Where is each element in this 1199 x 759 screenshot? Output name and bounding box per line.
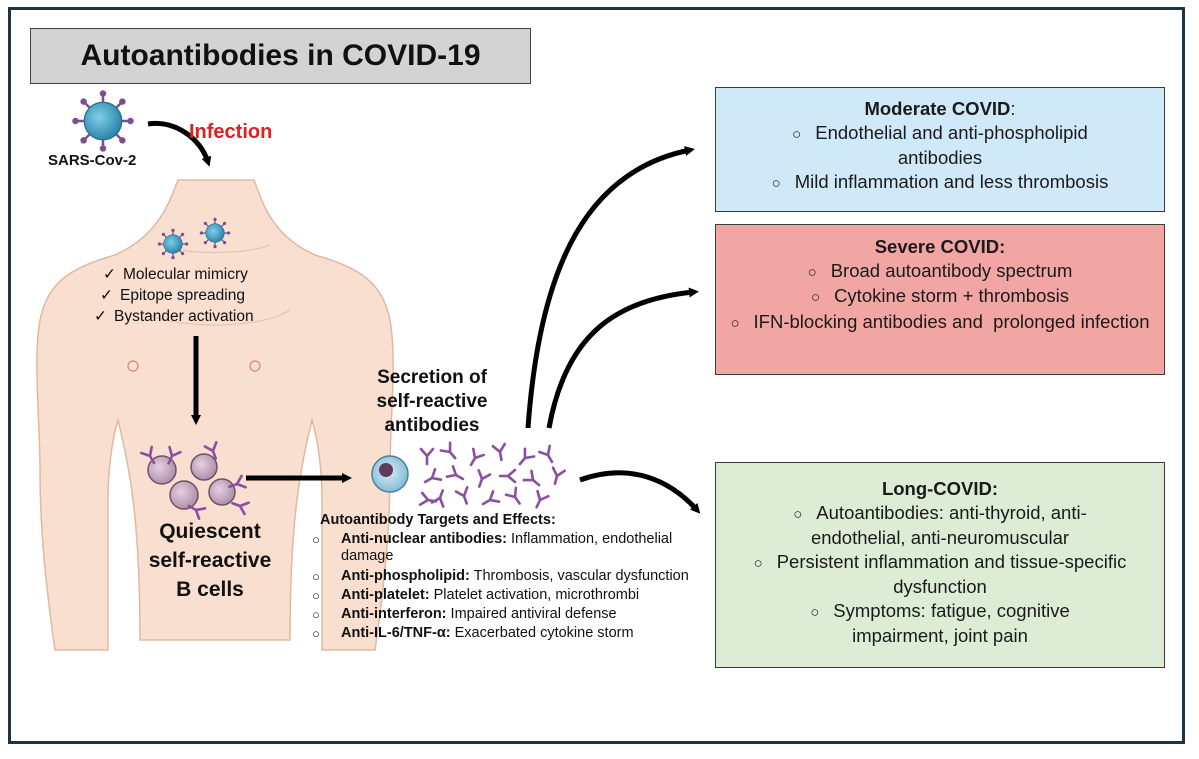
bullet-icon: ○ <box>771 174 781 192</box>
box-heading: Long-COVID: <box>881 478 999 499</box>
list-item: ○Mild inflammation and less thrombosis <box>771 170 1109 192</box>
bullet-icon: ○ <box>811 289 821 306</box>
antibody-icon <box>418 441 566 512</box>
bullet-icon: ○ <box>312 607 320 623</box>
secretion-label: Secretion of self-reactive antibodies <box>376 367 488 436</box>
bullet-icon: ○ <box>807 263 817 281</box>
quiescent-label: Quiescent self-reactive B cells <box>148 520 272 601</box>
list-item: ○Persistent inflammation and tissue-spec… <box>753 550 1127 598</box>
arrow-to-long <box>579 470 701 514</box>
list-item: ✓Molecular mimicry <box>103 266 248 283</box>
virus-icon <box>199 217 231 249</box>
figure-frame <box>8 7 1185 744</box>
list-item: ○Anti-nuclear antibodies: Inflammation, … <box>312 531 673 565</box>
list-item: ○IFN-blocking antibodies and prolonged i… <box>730 310 1150 332</box>
bullet-icon: ○ <box>792 125 802 143</box>
virus-label: SARS-Cov-2 <box>48 152 137 169</box>
box-heading: Severe COVID: <box>874 236 1006 257</box>
list-item: ✓Epitope spreading <box>100 287 245 304</box>
list-item: ○Anti-IL-6/TNF-α: Exacerbated cytokine s… <box>312 625 634 642</box>
bullet-icon: ○ <box>810 603 820 621</box>
list-item: ○Endothelial and anti-phospholipid antib… <box>792 121 1088 169</box>
bullet-icon: ○ <box>753 554 763 572</box>
bullet-icon: ○ <box>312 532 320 548</box>
targets-heading: Autoantibody Targets and Effects: <box>320 512 556 528</box>
arrow-to-severe <box>546 287 699 429</box>
infection-label: Infection <box>189 121 273 143</box>
bullet-icon: ○ <box>312 626 320 642</box>
list-item: ✓Bystander activation <box>94 308 254 325</box>
virus-icon <box>157 228 189 260</box>
plasma-cell-icon <box>371 455 409 493</box>
list-item: ○Autoantibodies: anti-thyroid, anti-endo… <box>793 501 1087 549</box>
bullet-icon: ○ <box>730 314 740 332</box>
list-item: ○Broad autoantibody spectrum <box>807 259 1073 281</box>
infection-arrow <box>147 120 212 167</box>
bullet-icon: ○ <box>312 587 320 603</box>
long-covid-box: Long-COVID: ○Autoantibodies: anti-thyroi… <box>715 462 1165 668</box>
list-item: ○Anti-platelet: Platelet activation, mic… <box>312 586 640 603</box>
severe-covid-box: Severe COVID: ○Broad autoantibody spectr… <box>715 224 1165 375</box>
targets-list: Autoantibody Targets and Effects: ○Anti-… <box>312 512 712 642</box>
box-heading: Moderate COVID <box>864 98 1011 119</box>
b-cell-icon <box>147 453 236 510</box>
virus-icon <box>71 89 135 153</box>
bullet-icon: ○ <box>312 568 320 584</box>
arrow-to-moderate <box>525 146 695 429</box>
moderate-covid-box: Moderate COVID: ○Endothelial and anti-ph… <box>715 87 1165 212</box>
list-item: ○Symptoms: fatigue, cognitive impairment… <box>810 599 1070 647</box>
check-icon: ✓ <box>94 308 107 325</box>
check-icon: ✓ <box>103 266 116 283</box>
list-item: ○Anti-phospholipid: Thrombosis, vascular… <box>312 567 689 584</box>
list-item: ○Cytokine storm + thrombosis <box>811 285 1069 306</box>
bullet-icon: ○ <box>793 505 803 523</box>
mechanism-list: ✓Molecular mimicry ✓Epitope spreading ✓B… <box>94 264 254 327</box>
page-title: Autoantibodies in COVID-19 <box>30 28 531 84</box>
list-item: ○Anti-interferon: Impaired antiviral def… <box>312 606 617 623</box>
check-icon: ✓ <box>100 287 113 304</box>
